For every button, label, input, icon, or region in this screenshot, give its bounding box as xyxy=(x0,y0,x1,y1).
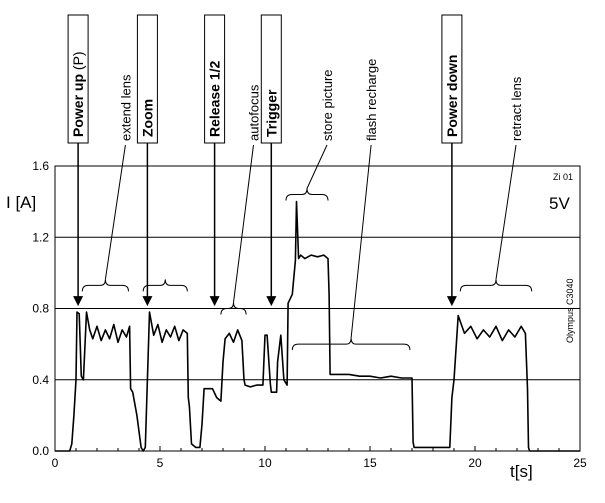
y-tick-label: 0.4 xyxy=(32,373,49,387)
phase-leader-line xyxy=(495,144,517,280)
zi-note: Zi 01 xyxy=(553,172,573,182)
event-arrow-head xyxy=(73,296,84,307)
x-ticks: 0 5 10 15 20 25 xyxy=(52,446,587,470)
event-label-normal: (P) xyxy=(70,51,86,74)
y-tick-label: 1.6 xyxy=(32,159,49,173)
phase-leader-line xyxy=(350,144,372,339)
current-series-line xyxy=(55,200,580,452)
x-tick-label: 25 xyxy=(573,456,587,470)
phase-brace xyxy=(459,279,533,292)
phase-brace xyxy=(291,338,411,351)
voltage-note: 5V xyxy=(549,194,570,213)
device-note: Olympus C3040 xyxy=(565,278,575,343)
phase-brace xyxy=(285,188,329,201)
x-tick-label: 20 xyxy=(468,456,482,470)
event-arrow-head xyxy=(266,296,277,307)
y-axis-label: I [A] xyxy=(6,193,36,212)
event-label: Zoom xyxy=(139,99,155,137)
phase-brace xyxy=(81,279,129,292)
phase-leader-line xyxy=(104,144,126,280)
y-tick-label: 0.8 xyxy=(32,302,49,316)
phase-annotations: extend lens autofocus store picture flash r… xyxy=(81,59,533,351)
phase-brace xyxy=(142,279,188,292)
x-tick-label: 10 xyxy=(258,456,272,470)
event-label: Power up (P) xyxy=(70,51,86,137)
event-arrow-head xyxy=(142,296,153,307)
event-annotations: Power up (P) Zoom Release 1/2 Trigger Power … xyxy=(67,14,463,307)
phase-label: flash recharge xyxy=(364,59,379,141)
y-tick-label: 1.2 xyxy=(32,230,49,244)
phase-label: retract lens xyxy=(509,76,524,141)
event-label-bold: Power up xyxy=(70,74,86,137)
event-arrow-head xyxy=(446,296,457,307)
event-label: Power down xyxy=(444,55,460,137)
phase-leader-line xyxy=(306,144,328,189)
x-tick-label: 15 xyxy=(363,456,377,470)
gridlines xyxy=(55,236,580,381)
x-tick-label: 5 xyxy=(157,456,164,470)
phase-label: extend lens xyxy=(118,74,133,141)
series-layer xyxy=(55,200,580,452)
event-arrow-head xyxy=(209,296,220,307)
x-tick-label: 0 xyxy=(52,456,59,470)
phase-label: autofocus xyxy=(247,84,262,141)
event-label: Release 1/2 xyxy=(207,61,223,137)
event-label: Trigger xyxy=(263,89,279,137)
y-tick-label: 0.0 xyxy=(32,444,49,458)
x-axis-label: t[s] xyxy=(510,462,533,481)
y-ticks: 0.0 0.4 0.8 1.2 1.6 xyxy=(32,159,49,458)
phase-leader-line xyxy=(233,144,254,303)
phase-label: store picture xyxy=(320,69,335,141)
